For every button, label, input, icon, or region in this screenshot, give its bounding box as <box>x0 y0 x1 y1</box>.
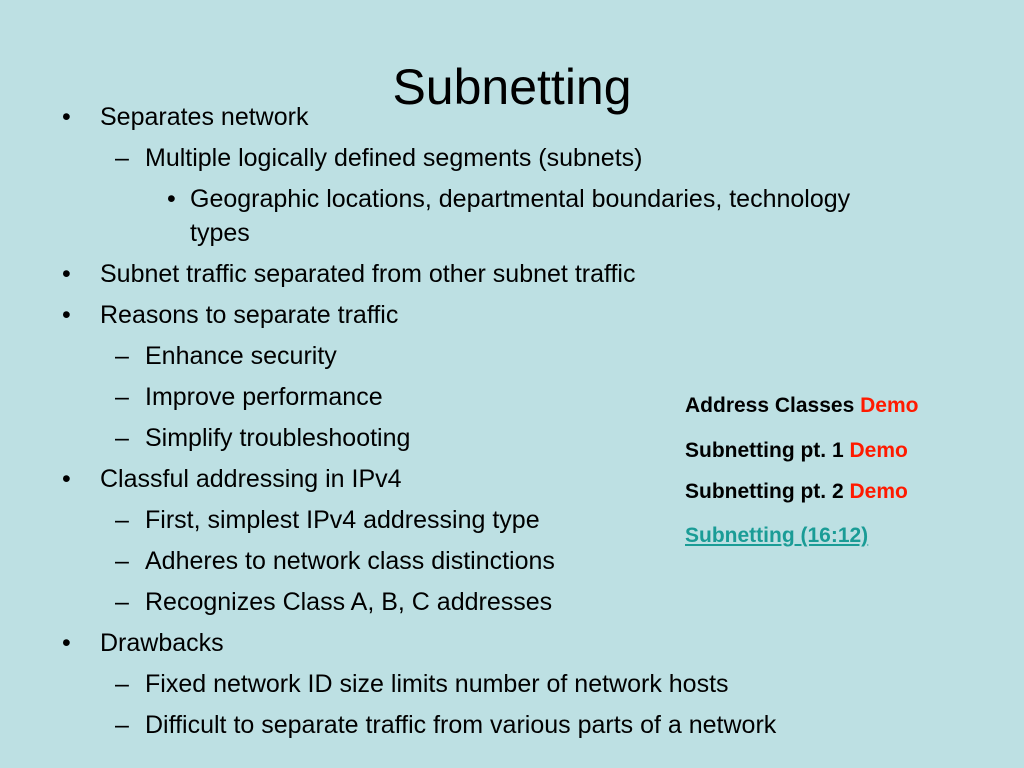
bullet-marker: • <box>62 629 71 657</box>
bullet-text: Recognizes Class A, B, C addresses <box>145 588 553 616</box>
bullet-text: Classful addressing in IPv4 <box>100 465 402 493</box>
bullet-marker: – <box>115 588 129 616</box>
demo-label: Demo <box>849 439 908 462</box>
bullet-marker: – <box>115 383 129 411</box>
bullet-text: Subnet traffic separated from other subn… <box>100 260 636 288</box>
bullet-marker: – <box>115 506 129 534</box>
bullet-marker: – <box>115 547 129 575</box>
bullet-text: Difficult to separate traffic from vario… <box>145 711 777 739</box>
bullet-text: First, simplest IPv4 addressing type <box>145 506 540 534</box>
bullet-marker: • <box>167 185 176 213</box>
side-link-label: Subnetting pt. 2 <box>685 480 844 503</box>
bullet-text: Multiple logically defined segments (sub… <box>145 144 643 172</box>
side-link-label: Address Classes <box>685 394 855 417</box>
bullet-text: Reasons to separate traffic <box>100 301 399 329</box>
bullet-text: Geographic locations, departmental bound… <box>190 185 851 213</box>
bullet-text-continued: types <box>190 219 250 247</box>
bullet-marker: – <box>115 342 129 370</box>
bullet-marker: • <box>62 260 71 288</box>
subnetting-video-link[interactable]: Subnetting (16:12) <box>685 524 869 547</box>
bullet-text: Fixed network ID size limits number of n… <box>145 670 729 698</box>
bullet-text: Simplify troubleshooting <box>145 424 411 452</box>
subnetting-pt2-demo-link[interactable]: Subnetting pt. 2 Demo <box>685 478 908 506</box>
slide-title: Subnetting <box>392 58 632 115</box>
bullet-marker: – <box>115 424 129 452</box>
demo-label: Demo <box>849 480 908 503</box>
bullet-text: Drawbacks <box>100 629 224 657</box>
bullet-marker: – <box>115 711 129 739</box>
demo-label: Demo <box>860 394 919 417</box>
subnetting-pt1-demo-link[interactable]: Subnetting pt. 1 Demo <box>685 437 908 465</box>
bullet-marker: • <box>62 301 71 329</box>
bullet-text: Improve performance <box>145 383 383 411</box>
bullet-text: Adheres to network class distinctions <box>145 547 555 575</box>
bullet-text: Enhance security <box>145 342 337 370</box>
side-link-label: Subnetting pt. 1 <box>685 439 844 462</box>
bullet-marker: • <box>62 103 71 131</box>
address-classes-demo-link[interactable]: Address Classes Demo <box>685 392 918 420</box>
bullet-marker: – <box>115 144 129 172</box>
bullet-text: Separates network <box>100 103 309 131</box>
bullet-marker: – <box>115 670 129 698</box>
bullet-marker: • <box>62 465 71 493</box>
